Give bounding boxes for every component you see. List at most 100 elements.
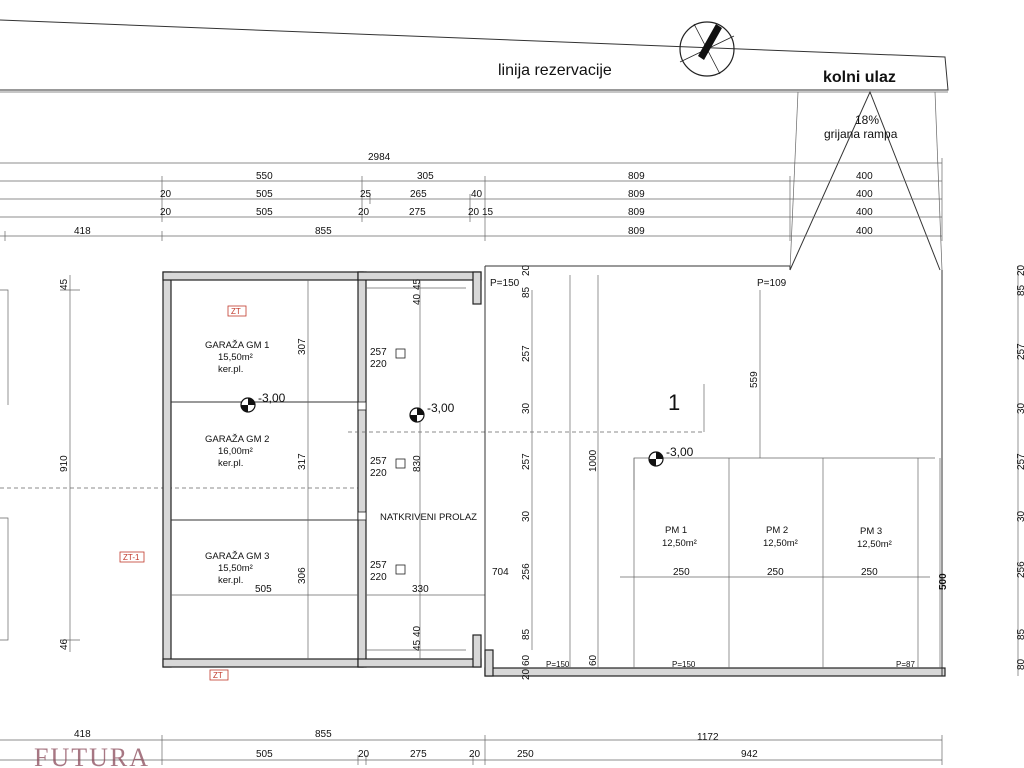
reservation-line-label: linija rezervacije <box>498 62 612 79</box>
level-passage: -3,00 <box>427 401 455 415</box>
zone-number: 1 <box>668 390 680 415</box>
dim-r5-b: 855 <box>315 226 332 237</box>
pm1-width: 250 <box>673 567 690 578</box>
right-257b: 257 <box>1016 453 1024 470</box>
pm2-width: 250 <box>767 567 784 578</box>
pm3-area: 12,50m² <box>857 539 892 550</box>
col-85b: 85 <box>521 628 532 640</box>
ramp-slope: 18% <box>855 113 879 127</box>
vehicle-entry-label: kolni ulaz <box>823 69 896 86</box>
p150-top: P=150 <box>490 278 520 289</box>
level-gm: -3,00 <box>258 391 286 405</box>
gm-width: 505 <box>255 584 272 595</box>
col-60: 60 <box>521 654 532 666</box>
bot-r2-c: 275 <box>410 749 427 760</box>
bot-r2-f: 942 <box>741 749 758 760</box>
gm1-area: 15,50m² <box>218 352 253 363</box>
passage-height: 830 <box>412 455 423 472</box>
col-20: 20 <box>521 264 532 276</box>
left-outline <box>0 275 360 652</box>
dim-r3-e: 40 <box>471 189 483 200</box>
zt-tag-3: ZT <box>213 671 223 680</box>
bot-r1-b: 855 <box>315 729 332 740</box>
dim-r3-b: 505 <box>256 189 273 200</box>
dim-r4-g: 809 <box>628 207 645 218</box>
dim-r4-b: 505 <box>256 207 273 218</box>
bot-r2-e: 250 <box>517 749 534 760</box>
top-dimension-lines <box>0 158 943 241</box>
brand-watermark: FUTURA <box>34 743 150 768</box>
gm1-floor: ker.pl. <box>218 364 243 375</box>
door1-b: 220 <box>370 359 387 370</box>
bottom-dimension-lines <box>0 735 943 765</box>
dim-r3-a: 20 <box>160 189 172 200</box>
zt-tag-box <box>227 305 247 317</box>
p87: P=87 <box>896 660 915 669</box>
right-80: 80 <box>1016 658 1024 670</box>
dim-r3-c: 25 <box>360 189 372 200</box>
dim-r5-d: 400 <box>856 226 873 237</box>
height-500: 500 <box>938 573 949 590</box>
pm3-name: PM 3 <box>860 526 882 537</box>
gm2-area: 16,00m² <box>218 446 253 457</box>
col-85: 85 <box>521 286 532 298</box>
gm3-height: 306 <box>297 567 308 584</box>
dim-r4-h: 400 <box>856 207 873 218</box>
dim-r5-c: 809 <box>628 226 645 237</box>
bot-r2-a: 505 <box>256 749 273 760</box>
gm2-floor: ker.pl. <box>218 458 243 469</box>
door1-a: 257 <box>370 347 387 358</box>
zt-tag-box <box>119 551 145 563</box>
right-30b: 30 <box>1016 510 1024 522</box>
gm1-name: GARAŽA GM 1 <box>205 340 269 351</box>
bot-r1-c: 1172 <box>697 732 719 743</box>
dim-r3-g: 400 <box>856 189 873 200</box>
door3-b: 220 <box>370 572 387 583</box>
passage-704: 704 <box>492 567 509 578</box>
p150-bot2: P=150 <box>672 660 696 669</box>
p109: P=109 <box>757 278 787 289</box>
reservation-line <box>0 19 949 91</box>
passage-top-dim: 45 <box>412 278 423 290</box>
bot-r2-d: 20 <box>469 749 481 760</box>
level-marker-icon <box>409 407 425 423</box>
right-257a: 257 <box>1016 343 1024 360</box>
door3-a: 257 <box>370 560 387 571</box>
left-bottom-dim: 46 <box>59 638 70 650</box>
gm3-name: GARAŽA GM 3 <box>205 551 269 562</box>
level-parking: -3,00 <box>666 445 694 459</box>
passage-bot-dim: 40 <box>412 625 423 637</box>
dim-total: 2984 <box>368 152 391 163</box>
dim-r4-a: 20 <box>160 207 172 218</box>
col-60b: 60 <box>588 654 599 666</box>
zt-tag-1: ZT <box>231 307 241 316</box>
door2-a: 257 <box>370 456 387 467</box>
col-257a: 257 <box>521 345 532 362</box>
level-marker-icon <box>648 451 664 467</box>
dim-r3-d: 265 <box>410 189 427 200</box>
right-30a: 30 <box>1016 402 1024 414</box>
col-256: 256 <box>521 563 532 580</box>
garage-block <box>162 271 482 668</box>
bot-r2-b: 20 <box>358 749 370 760</box>
right-85: 85 <box>1016 284 1024 296</box>
col-30a: 30 <box>521 402 532 414</box>
gm3-area: 15,50m² <box>218 563 253 574</box>
covered-passage <box>348 280 704 659</box>
passage-top-dim2: 40 <box>412 293 423 305</box>
parking-area <box>484 265 946 677</box>
gm2-height: 317 <box>297 453 308 470</box>
gm3-floor: ker.pl. <box>218 575 243 586</box>
right-20: 20 <box>1016 264 1024 276</box>
gm2-name: GARAŽA GM 2 <box>205 434 269 445</box>
dim-r3-f: 809 <box>628 189 645 200</box>
ramp-label: grijana rampa <box>824 127 898 141</box>
col-20b: 20 <box>521 668 532 680</box>
col-257b: 257 <box>521 453 532 470</box>
bot-r1-a: 418 <box>74 729 91 740</box>
left-top-dim: 45 <box>59 278 70 290</box>
dim-r4-e: 20 <box>468 207 480 218</box>
right-256: 256 <box>1016 561 1024 578</box>
left-height-dim: 910 <box>59 455 70 472</box>
